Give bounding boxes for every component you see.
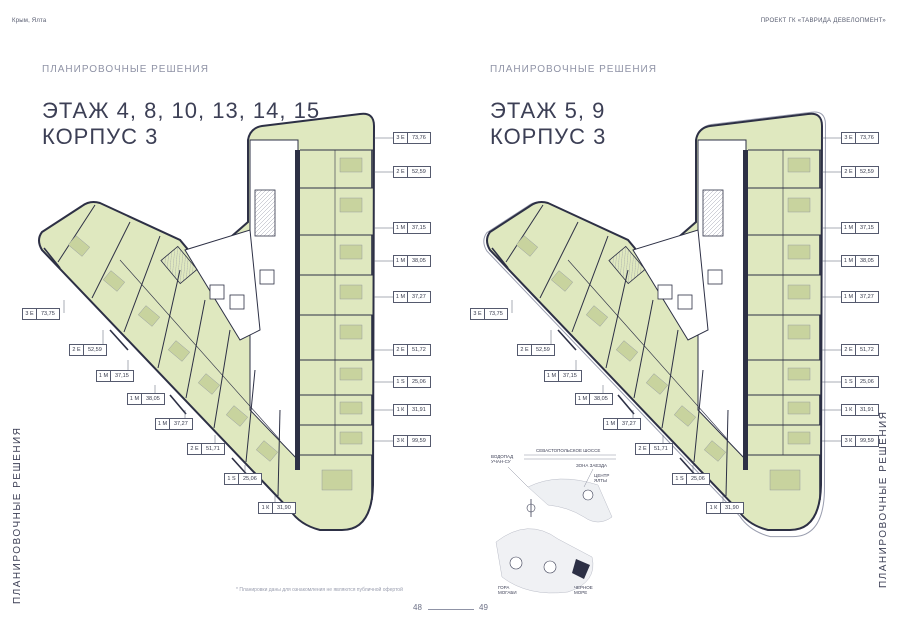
left-title-floors: ЭТАЖ 4, 8, 10, 13, 14, 15 (42, 98, 321, 123)
right-title-floors: ЭТАЖ 5, 9 (490, 98, 606, 123)
page-number-right: 49 (479, 603, 488, 612)
map-road-label: СЕВАСТОПОЛЬСКОЕ ШОССЕ (536, 448, 601, 453)
map-building-2 (509, 556, 523, 570)
map-center-label: ЦЕНТР ЯЛТЫ (594, 473, 610, 483)
site-map: СЕВАСТОПОЛЬСКОЕ ШОССЕ ВОДОПАД УЧАН-СУ ЗО… (488, 447, 618, 597)
project-label: ПРОЕКТ ГК «ТАВРИДА ДЕВЕЛОПМЕНТ» (760, 18, 886, 24)
map-mountain-label: ГОРА МОГАБИ (498, 585, 517, 595)
site-map-drawing (495, 454, 616, 594)
page-number-left: 48 (413, 603, 422, 612)
footnote: * Планировки даны для ознакомления не яв… (236, 587, 403, 593)
location-label: Крым, Ялта (12, 18, 47, 24)
floor-plan-left (38, 112, 393, 531)
map-waterfall-label: ВОДОПАД УЧАН-СУ (491, 454, 514, 464)
page-divider (428, 609, 474, 610)
left-title-building: КОРПУС 3 (42, 124, 159, 149)
map-building-3 (543, 560, 557, 574)
map-building-highlight (572, 559, 590, 579)
right-title-building: КОРПУС 3 (490, 124, 607, 149)
right-kicker: ПЛАНИРОВОЧНЫЕ РЕШЕНИЯ (490, 64, 657, 75)
map-entrance-label: ЗОНА ЗАЕЗДА (576, 463, 608, 468)
map-sea-label: ЧЕРНОЕ МОРЕ (574, 585, 593, 595)
map-building-1 (582, 489, 594, 501)
left-kicker: ПЛАНИРОВОЧНЫЕ РЕШЕНИЯ (42, 64, 209, 75)
